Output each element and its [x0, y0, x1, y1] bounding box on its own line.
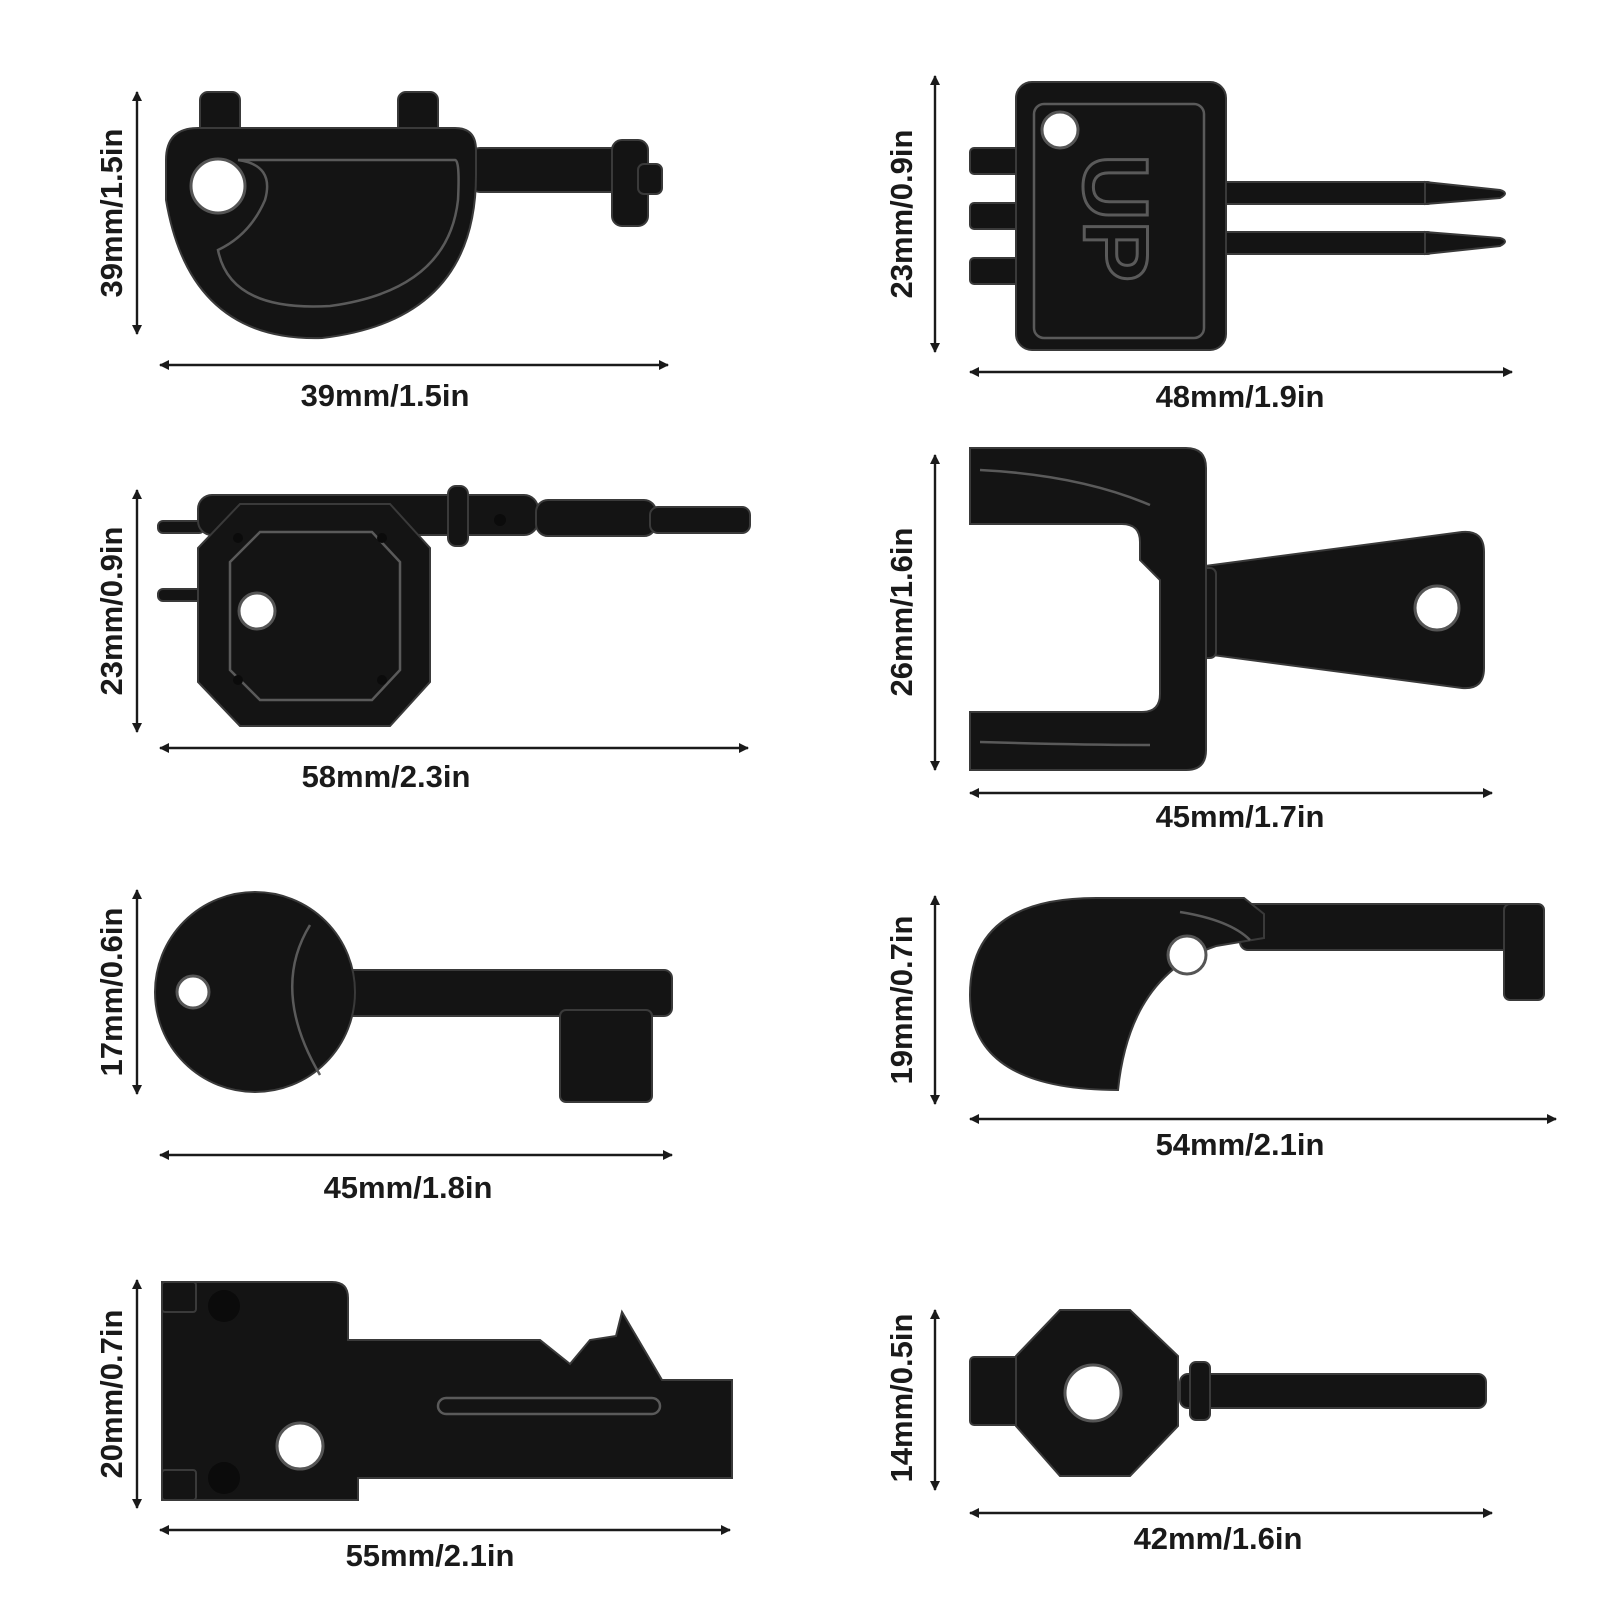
- up-embossed-text: UP: [1064, 154, 1166, 282]
- height-label: 17mm/0.6in: [94, 908, 129, 1077]
- width-label: 55mm/2.1in: [346, 1538, 515, 1573]
- width-label: 45mm/1.8in: [324, 1170, 493, 1205]
- key-shape: [165, 91, 663, 340]
- key-shape: [969, 447, 1485, 771]
- key-shape: [154, 891, 673, 1103]
- key-shape: UP: [969, 81, 1506, 351]
- width-label: 54mm/2.1in: [1156, 1127, 1325, 1162]
- key-ring-hole: [1063, 1363, 1123, 1423]
- u-bracket-key: 26mm/1.6in 45mm/1.7in: [884, 447, 1493, 834]
- key-ring-hole: [1040, 110, 1080, 150]
- width-label: 45mm/1.7in: [1156, 799, 1325, 834]
- key-ring-hole: [1166, 934, 1208, 976]
- height-label: 19mm/0.7in: [884, 916, 919, 1085]
- round-bow-key: 17mm/0.6in 45mm/1.8in: [94, 889, 673, 1205]
- key-ring-hole: [175, 974, 211, 1010]
- height-label: 39mm/1.5in: [94, 129, 129, 298]
- height-label: 26mm/1.6in: [884, 528, 919, 697]
- width-label: 58mm/2.3in: [302, 759, 471, 794]
- width-label: 48mm/1.9in: [1156, 379, 1325, 414]
- teardrop-key: 19mm/0.7in 54mm/2.1in: [884, 895, 1557, 1162]
- height-label: 20mm/0.7in: [94, 1310, 129, 1479]
- key-shape: [968, 897, 1545, 1092]
- key-shape: [969, 1309, 1487, 1477]
- half-moon-key: 39mm/1.5in 39mm/1.5in: [94, 91, 669, 413]
- width-label: 39mm/1.5in: [301, 378, 470, 413]
- width-label: 42mm/1.6in: [1134, 1521, 1303, 1556]
- key-ring-hole: [237, 591, 277, 631]
- small-octagon-key: 14mm/0.5in 42mm/1.6in: [884, 1309, 1493, 1556]
- key-shape: [157, 485, 751, 727]
- key-ring-hole: [189, 157, 247, 215]
- up-key: 23mm/0.9in 48mm/1.9in UP: [884, 75, 1513, 414]
- height-label: 14mm/0.5in: [884, 1314, 919, 1483]
- height-label: 23mm/0.9in: [94, 527, 129, 696]
- height-label: 23mm/0.9in: [884, 130, 919, 299]
- flat-plate-key: 20mm/0.7in 55mm/2.1in: [94, 1279, 733, 1573]
- octagon-head-key: 23mm/0.9in 58mm/2.3in: [94, 485, 751, 794]
- key-ring-hole: [275, 1421, 325, 1471]
- key-ring-hole: [1413, 584, 1461, 632]
- key-shape: [161, 1281, 733, 1501]
